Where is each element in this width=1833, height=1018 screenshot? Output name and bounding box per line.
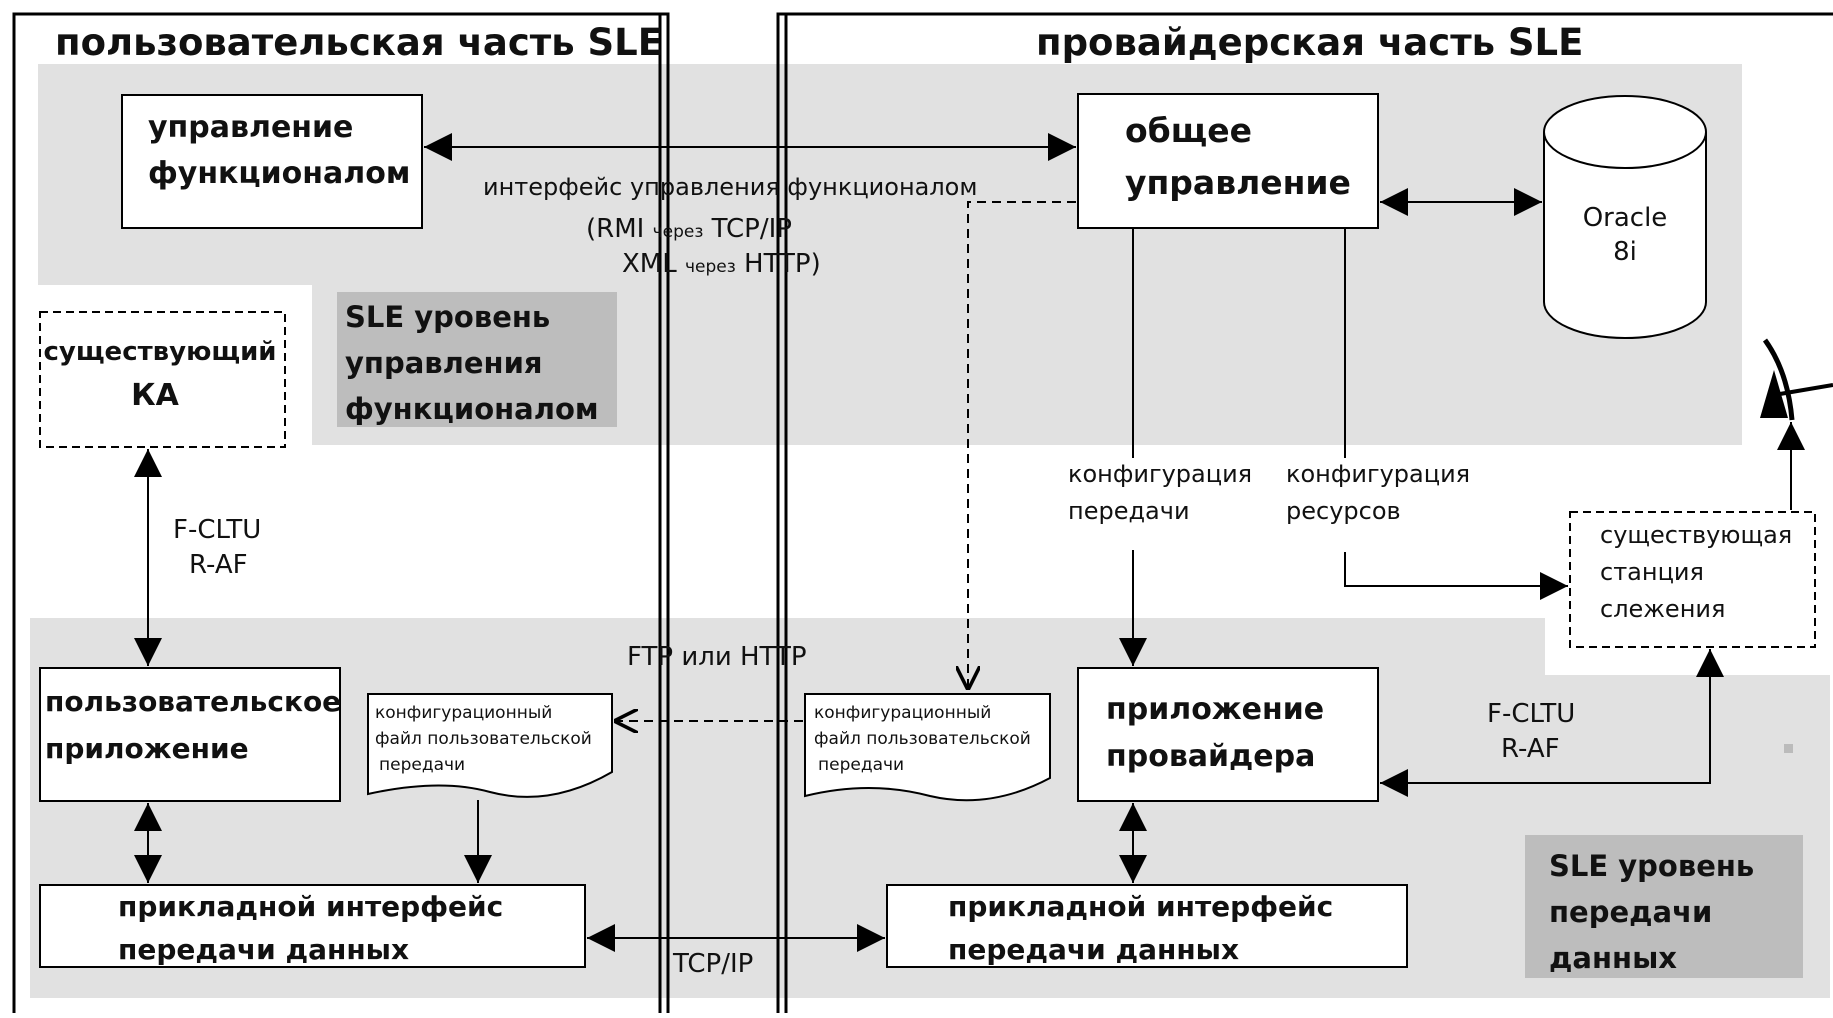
config-resources-arrow [1344,552,1568,600]
user-api-line1: прикладной интерфейс [118,890,503,923]
user-config-file-shape [367,693,613,798]
provider-app-line2: провайдера [1106,739,1315,774]
user-api-line2: передачи данных [118,933,409,966]
existing-ka-line1: существующий [43,337,276,367]
provider-config-file-line2: файл пользовательской [814,729,1031,749]
config-transfer-line1: конфигурация [1068,460,1252,488]
user-api-box [39,884,586,968]
oracle-database-icon [1543,95,1707,339]
func-mgmt-box [121,94,423,229]
provider-side-frame [776,12,1833,1013]
tracking-station-box [1569,511,1816,648]
provider-config-file-line1: конфигурационный [814,703,991,723]
general-mgmt-line2: управление [1125,163,1351,202]
sle-mgmt-level-line1: SLE уровень [345,300,550,334]
small-marker [1784,744,1793,753]
sle-transfer-level-line3: данных [1549,941,1677,975]
antenna-icon [1760,338,1833,421]
tracking-station-line3: слежения [1600,595,1725,623]
mgmt-interface-title: интерфейс управления функционалом [483,173,977,201]
config-transfer-line2: передачи [1068,497,1190,525]
sle-mgmt-level-line2: управления [345,346,543,380]
general-mgmt-line1: общее [1125,111,1252,150]
provider-side-title: провайдерская часть SLE [1036,21,1583,64]
user-config-file-line2: файл пользовательской [375,729,592,749]
mgmt-to-provider-config-dashed-arrow [968,201,1076,690]
ftp-http-label: FTP или HTTP [627,642,807,672]
provider-config-file-line3: передачи [818,755,904,775]
left-link-line2: R-AF [189,550,248,580]
mgmt-interface-rmi: (RMI через TCP/IP [586,214,792,244]
provider-app-line1: приложение [1106,692,1324,727]
oracle-line2: 8i [1613,237,1637,267]
sle-transfer-level-line1: SLE уровень [1549,849,1754,883]
config-resources-line1: конфигурация [1286,460,1470,488]
sle-mgmt-level-badge [337,292,617,427]
sle-transfer-level-line2: передачи [1549,895,1712,929]
sle-mgmt-level-line3: функционалом [345,392,599,426]
provider-config-file-shape [804,693,1051,802]
user-app-box [39,667,341,802]
left-link-line1: F-CLTU [173,515,261,545]
func-mgmt-line1: управление [148,110,353,145]
user-config-file-line1: конфигурационный [375,703,552,723]
provider-app-box [1077,667,1379,802]
user-side-frame [12,12,670,1013]
provider-api-line1: прикладной интерфейс [948,890,1333,923]
tcpip-label: TCP/IP [672,949,753,979]
oracle-line1: Oracle [1583,203,1668,233]
existing-ka-box [39,311,286,448]
right-link-line1: F-CLTU [1487,699,1575,729]
tracking-station-line2: станция [1600,558,1704,586]
sle-transfer-level-badge [1525,835,1803,978]
config-resources-line2: ресурсов [1286,497,1401,525]
general-mgmt-box [1077,93,1379,229]
existing-ka-line2: КА [131,378,180,413]
user-app-line2: приложение [45,732,249,765]
tracking-station-line1: существующая [1600,521,1792,549]
right-link-line2: R-AF [1501,734,1560,764]
mgmt-interface-xml: XML через HTTP) [622,249,821,279]
func-mgmt-line2: функционалом [148,156,410,191]
user-side-title: пользовательская часть SLE [55,21,663,64]
station-provider-app-arrow [1380,649,1724,797]
provider-api-box [886,884,1408,968]
provider-api-line2: передачи данных [948,933,1239,966]
user-app-line1: пользовательское [45,685,341,718]
user-config-file-line3: передачи [379,755,465,775]
